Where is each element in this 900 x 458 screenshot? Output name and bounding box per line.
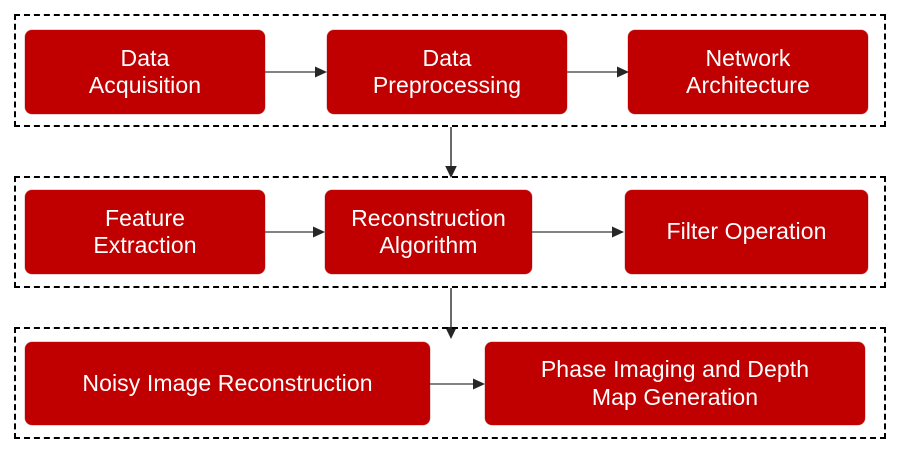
node-data-acquisition[interactable]: Data Acquisition (25, 30, 265, 114)
node-label: Data Acquisition (88, 44, 202, 98)
node-label: Network Architecture (686, 44, 810, 98)
node-label: Feature Extraction (93, 204, 197, 258)
stage-group-1 (14, 14, 886, 127)
stage-group-3 (14, 327, 886, 439)
node-noisy-image-reconstruction[interactable]: Noisy Image Reconstruction (25, 342, 430, 425)
arrow-stage1-to-stage2 (442, 127, 460, 179)
node-label: Reconstruction Algorithm (351, 204, 506, 258)
node-label: Filter Operation (666, 218, 827, 245)
node-label: Data Preprocessing (372, 44, 522, 98)
node-filter-operation[interactable]: Filter Operation (625, 190, 868, 274)
node-network-architecture[interactable]: Network Architecture (628, 30, 868, 114)
node-reconstruction-algorithm[interactable]: Reconstruction Algorithm (325, 190, 532, 274)
node-data-preprocessing[interactable]: Data Preprocessing (327, 30, 567, 114)
stage-group-2 (14, 176, 886, 288)
node-label: Noisy Image Reconstruction (82, 369, 373, 396)
node-label: Phase Imaging and Depth Map Generation (540, 356, 810, 410)
node-feature-extraction[interactable]: Feature Extraction (25, 190, 265, 274)
node-phase-imaging-depth-map[interactable]: Phase Imaging and Depth Map Generation (485, 342, 865, 425)
